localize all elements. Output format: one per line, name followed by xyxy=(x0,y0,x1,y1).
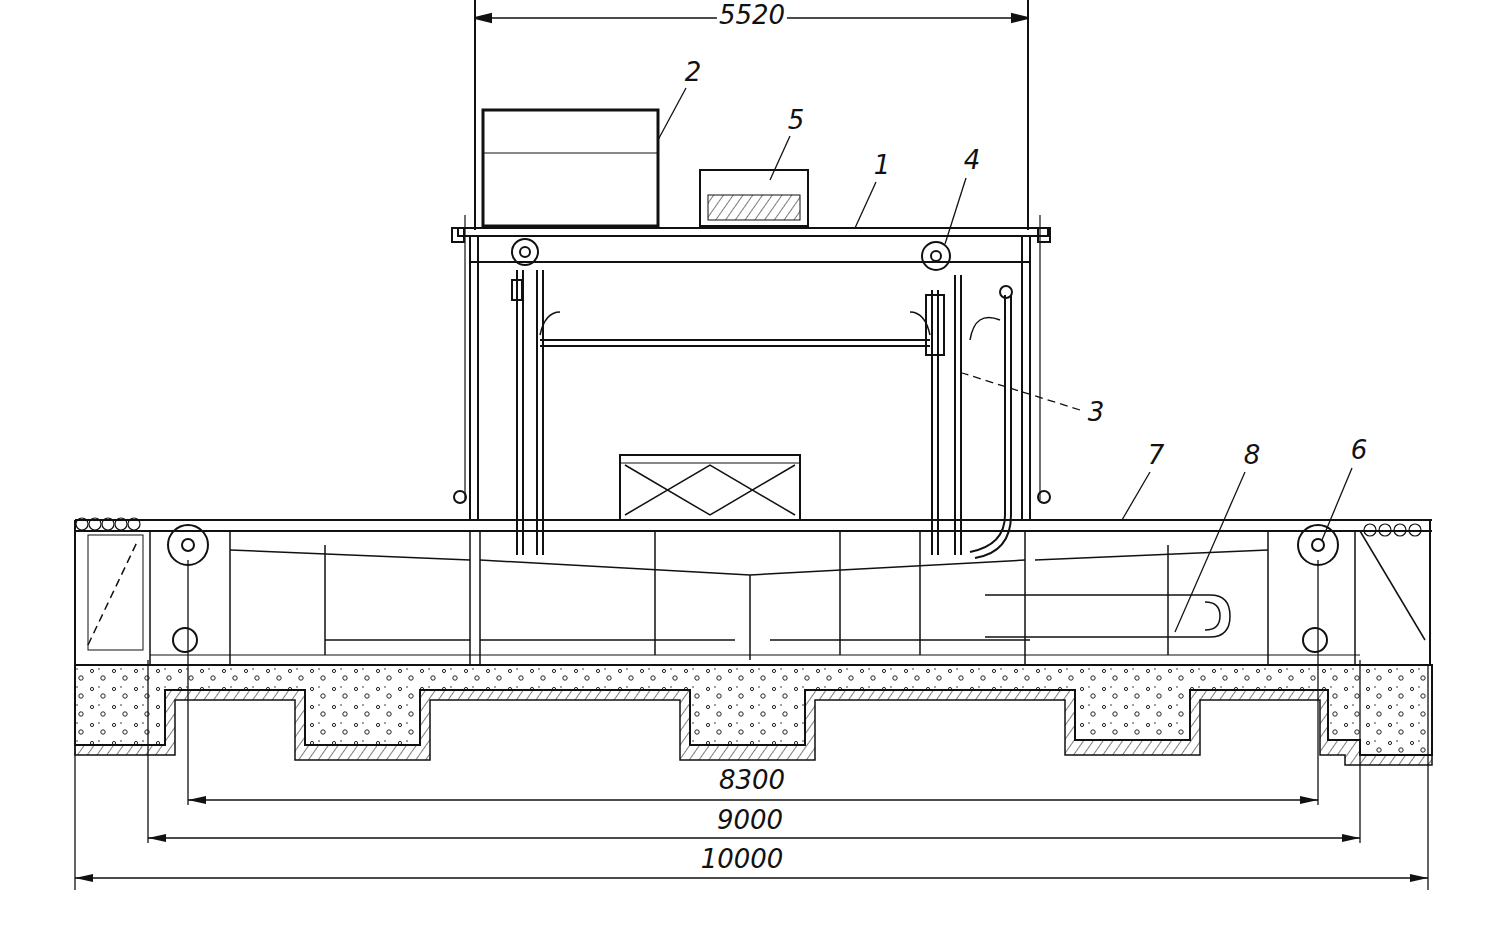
dimension-label: 8300 xyxy=(717,767,787,793)
callout-number: 2 xyxy=(683,59,704,85)
callout-number: 7 xyxy=(1146,442,1167,468)
callout-number: 5 xyxy=(786,107,807,133)
callout-number: 6 xyxy=(1349,437,1370,463)
dimension-label: 9000 xyxy=(715,807,785,833)
callout-number: 1 xyxy=(872,152,893,178)
dimension-label: 5520 xyxy=(717,2,787,28)
callout-number: 3 xyxy=(1086,399,1107,425)
callout-number: 4 xyxy=(962,147,983,173)
callout-number: 8 xyxy=(1242,442,1263,468)
dimension-label: 10000 xyxy=(699,846,786,872)
